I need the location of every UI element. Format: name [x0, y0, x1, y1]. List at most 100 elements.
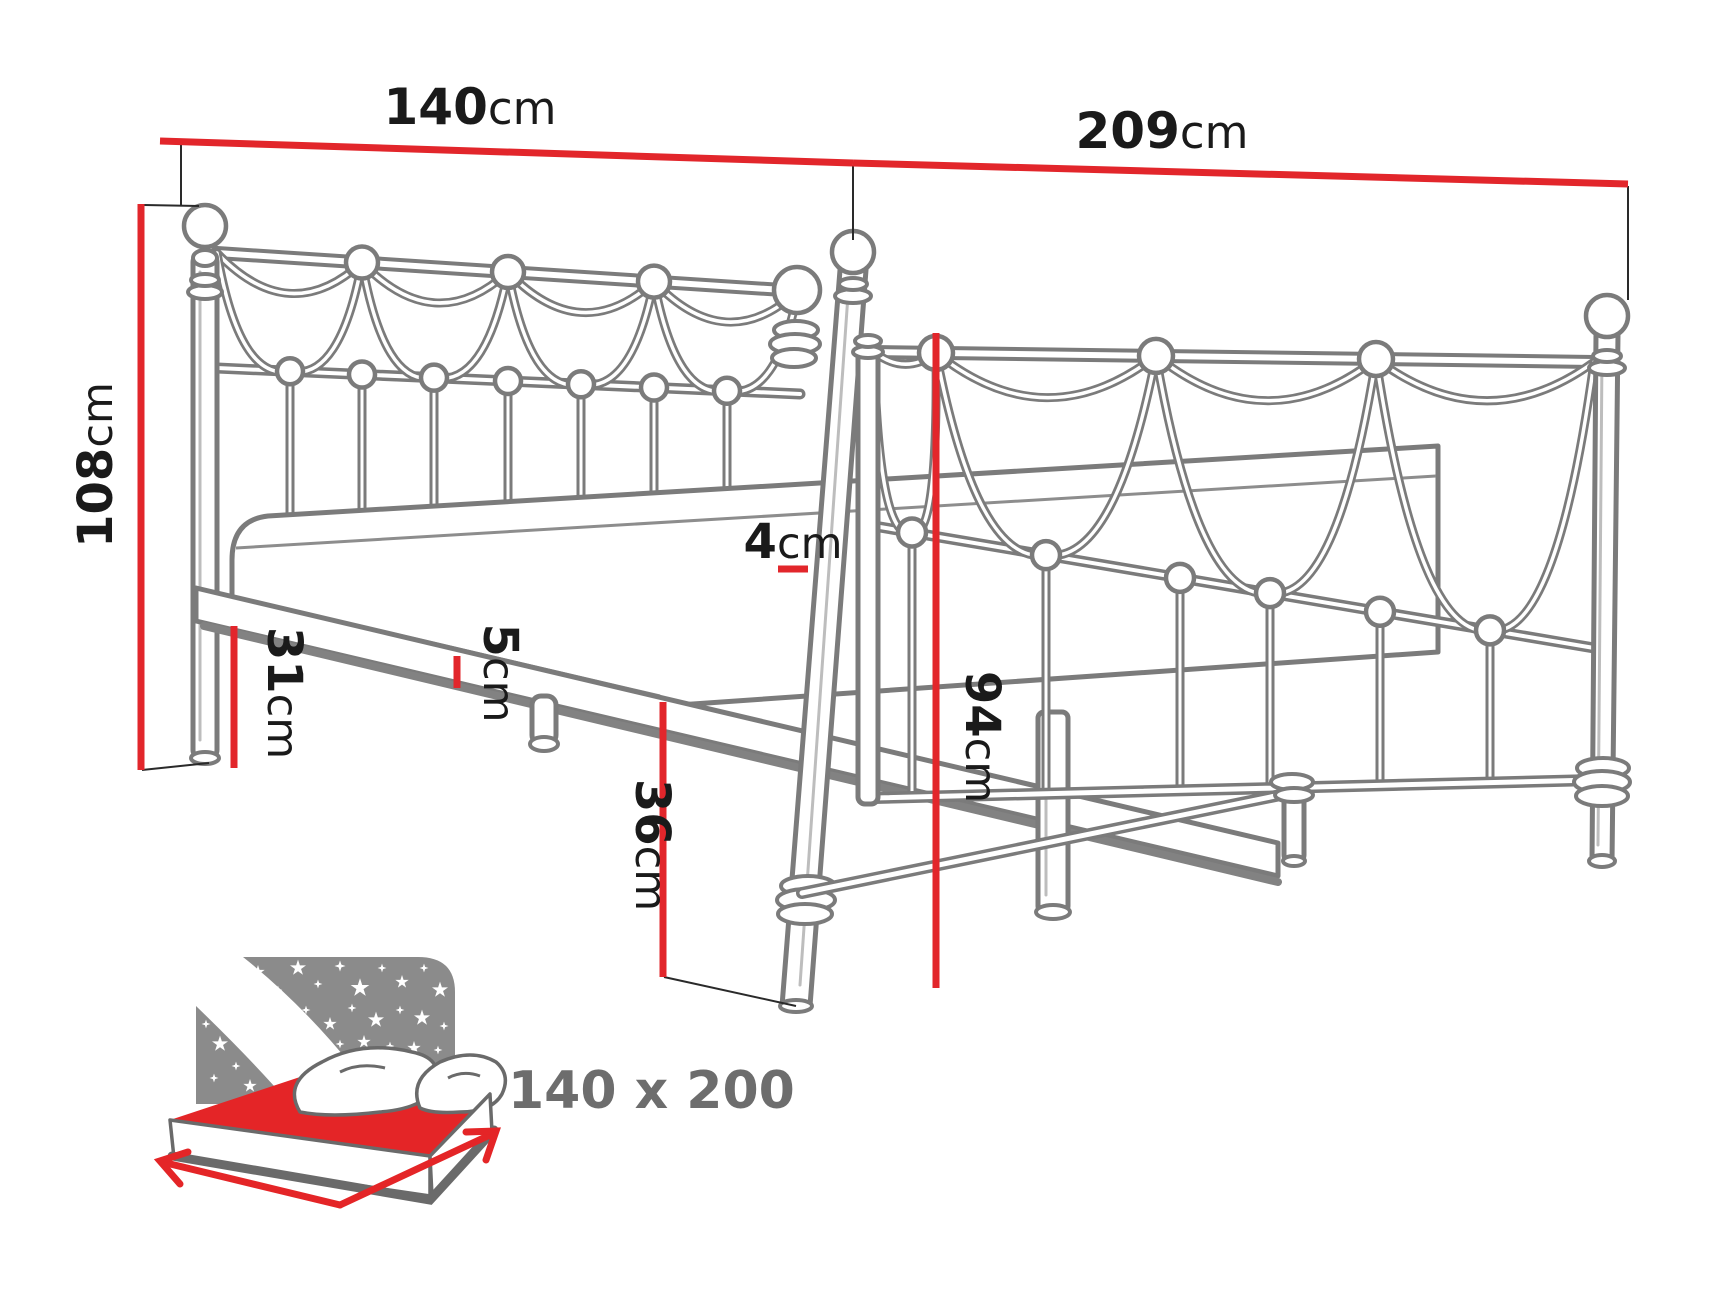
swag-core: [506, 270, 656, 315]
drape-core: [1268, 357, 1378, 596]
dim-line-width-140: [159, 137, 854, 167]
wrap-ring: [770, 347, 818, 369]
star-icon: [377, 963, 387, 973]
extension-line: [143, 204, 200, 207]
rail-ball-icon: [274, 356, 306, 387]
icon-dimension-arrows: [153, 1127, 501, 1209]
dim-label-4: 4cm: [744, 514, 843, 570]
star-icon: [432, 981, 448, 997]
lower-side-rail: [796, 787, 1296, 899]
caster-leg: [528, 693, 560, 753]
rail-ball-icon: [1253, 576, 1287, 610]
side-rail: [193, 585, 1281, 879]
mattress-size-icon: [153, 957, 508, 1209]
footboard-mid-leg: [1269, 772, 1315, 868]
pillow: [415, 1053, 508, 1115]
dim-label-31: 31cm: [256, 627, 312, 759]
finial-collar: [189, 272, 221, 288]
swag-core: [1374, 357, 1596, 403]
star-icon: [350, 978, 370, 996]
post-foot: [1281, 854, 1307, 868]
pillow-fold: [339, 1064, 386, 1074]
rail-ball-icon: [489, 253, 527, 291]
swag-core: [360, 260, 510, 305]
star-icon: [273, 985, 283, 995]
wrap-ring: [1273, 786, 1315, 804]
extension-line: [663, 976, 797, 1007]
footboard-right-post: [1572, 292, 1632, 869]
star-icon: [334, 960, 346, 972]
post-shaft: [190, 251, 220, 761]
headboard-left-post: [181, 202, 229, 766]
center-support-leg: [1034, 709, 1072, 921]
dimension-labels: 140cm 209cm 108cm 31cm 5cm 36cm 4cm 94cm: [68, 78, 1248, 911]
swag-core: [215, 251, 364, 296]
extension-line: [141, 762, 210, 771]
headboard-rail-end-joint: [768, 264, 823, 369]
finial-collar: [837, 276, 869, 292]
dim-label-headboard-height: 108cm: [68, 382, 124, 548]
star-icon: [231, 1061, 241, 1071]
star-icon: [209, 1073, 219, 1083]
star-icon: [212, 1035, 228, 1051]
star-icon: [323, 1017, 337, 1030]
star-icon: [433, 1045, 443, 1055]
icon-pillows: [292, 1046, 508, 1117]
dim-label-footboard-height: 94cm: [954, 671, 1010, 803]
star-icon: [357, 1035, 371, 1048]
footboard-left-post: [851, 333, 885, 807]
rail-ball-icon: [638, 372, 670, 403]
wrap-ring: [776, 902, 834, 926]
icon-starry-horn: [196, 1006, 290, 1104]
swag-core: [934, 351, 1158, 400]
rail-ball-icon: [1029, 538, 1063, 572]
star-icon: [201, 1019, 211, 1029]
star-icon: [368, 1011, 384, 1027]
star-icon: [419, 963, 429, 973]
width-arrow: [158, 1158, 344, 1209]
finial-collar: [1591, 348, 1623, 364]
rail-ball-icon: [1363, 595, 1397, 628]
rail-ball-icon: [343, 244, 381, 281]
icon-starry-headboard: [243, 957, 455, 1074]
drape-core: [1154, 354, 1272, 596]
star-icon: [228, 1030, 236, 1038]
star-icon: [335, 1039, 345, 1049]
pillow-fold: [447, 1071, 481, 1080]
bottom-rail-core: [871, 777, 1597, 801]
post-foot: [1587, 853, 1617, 869]
drape-core: [1374, 357, 1492, 633]
rail-ball-icon: [635, 263, 673, 300]
rail-ball-icon: [1356, 339, 1396, 379]
dim-label-length: 209cm: [1076, 102, 1249, 160]
star-icon: [257, 1003, 267, 1013]
star-icon: [395, 1005, 405, 1015]
rail-ball-icon: [418, 362, 450, 393]
star-icon: [251, 965, 265, 978]
star-icon: [385, 1041, 395, 1051]
dim-label-width: 140cm: [384, 78, 557, 136]
dim-line-length-209: [852, 159, 1629, 188]
lower-side-rail-core: [799, 790, 1293, 896]
footboard: [867, 333, 1601, 804]
top-rail-core: [871, 349, 1597, 365]
wrap-ring: [853, 333, 883, 349]
length-arrow: [336, 1130, 496, 1209]
side-rail-shadow: [200, 622, 1282, 886]
star-icon: [301, 1005, 311, 1015]
mattress-size-badge: 140 x 200: [508, 1061, 795, 1121]
arrowhead-icon: [462, 1127, 501, 1164]
star-icon: [395, 975, 409, 988]
rail-ball-icon: [711, 375, 743, 406]
headboard-corner-post: [775, 228, 877, 1014]
rail-ball-icon: [565, 368, 597, 400]
bed-frame: [193, 585, 1282, 886]
star-icon: [276, 1013, 292, 1029]
star-icon: [407, 1041, 421, 1054]
star-icon: [347, 1003, 357, 1013]
rail-ball-icon: [346, 359, 378, 390]
finial-ball-icon: [1583, 292, 1631, 340]
rail-end-ball-icon: [771, 264, 823, 316]
